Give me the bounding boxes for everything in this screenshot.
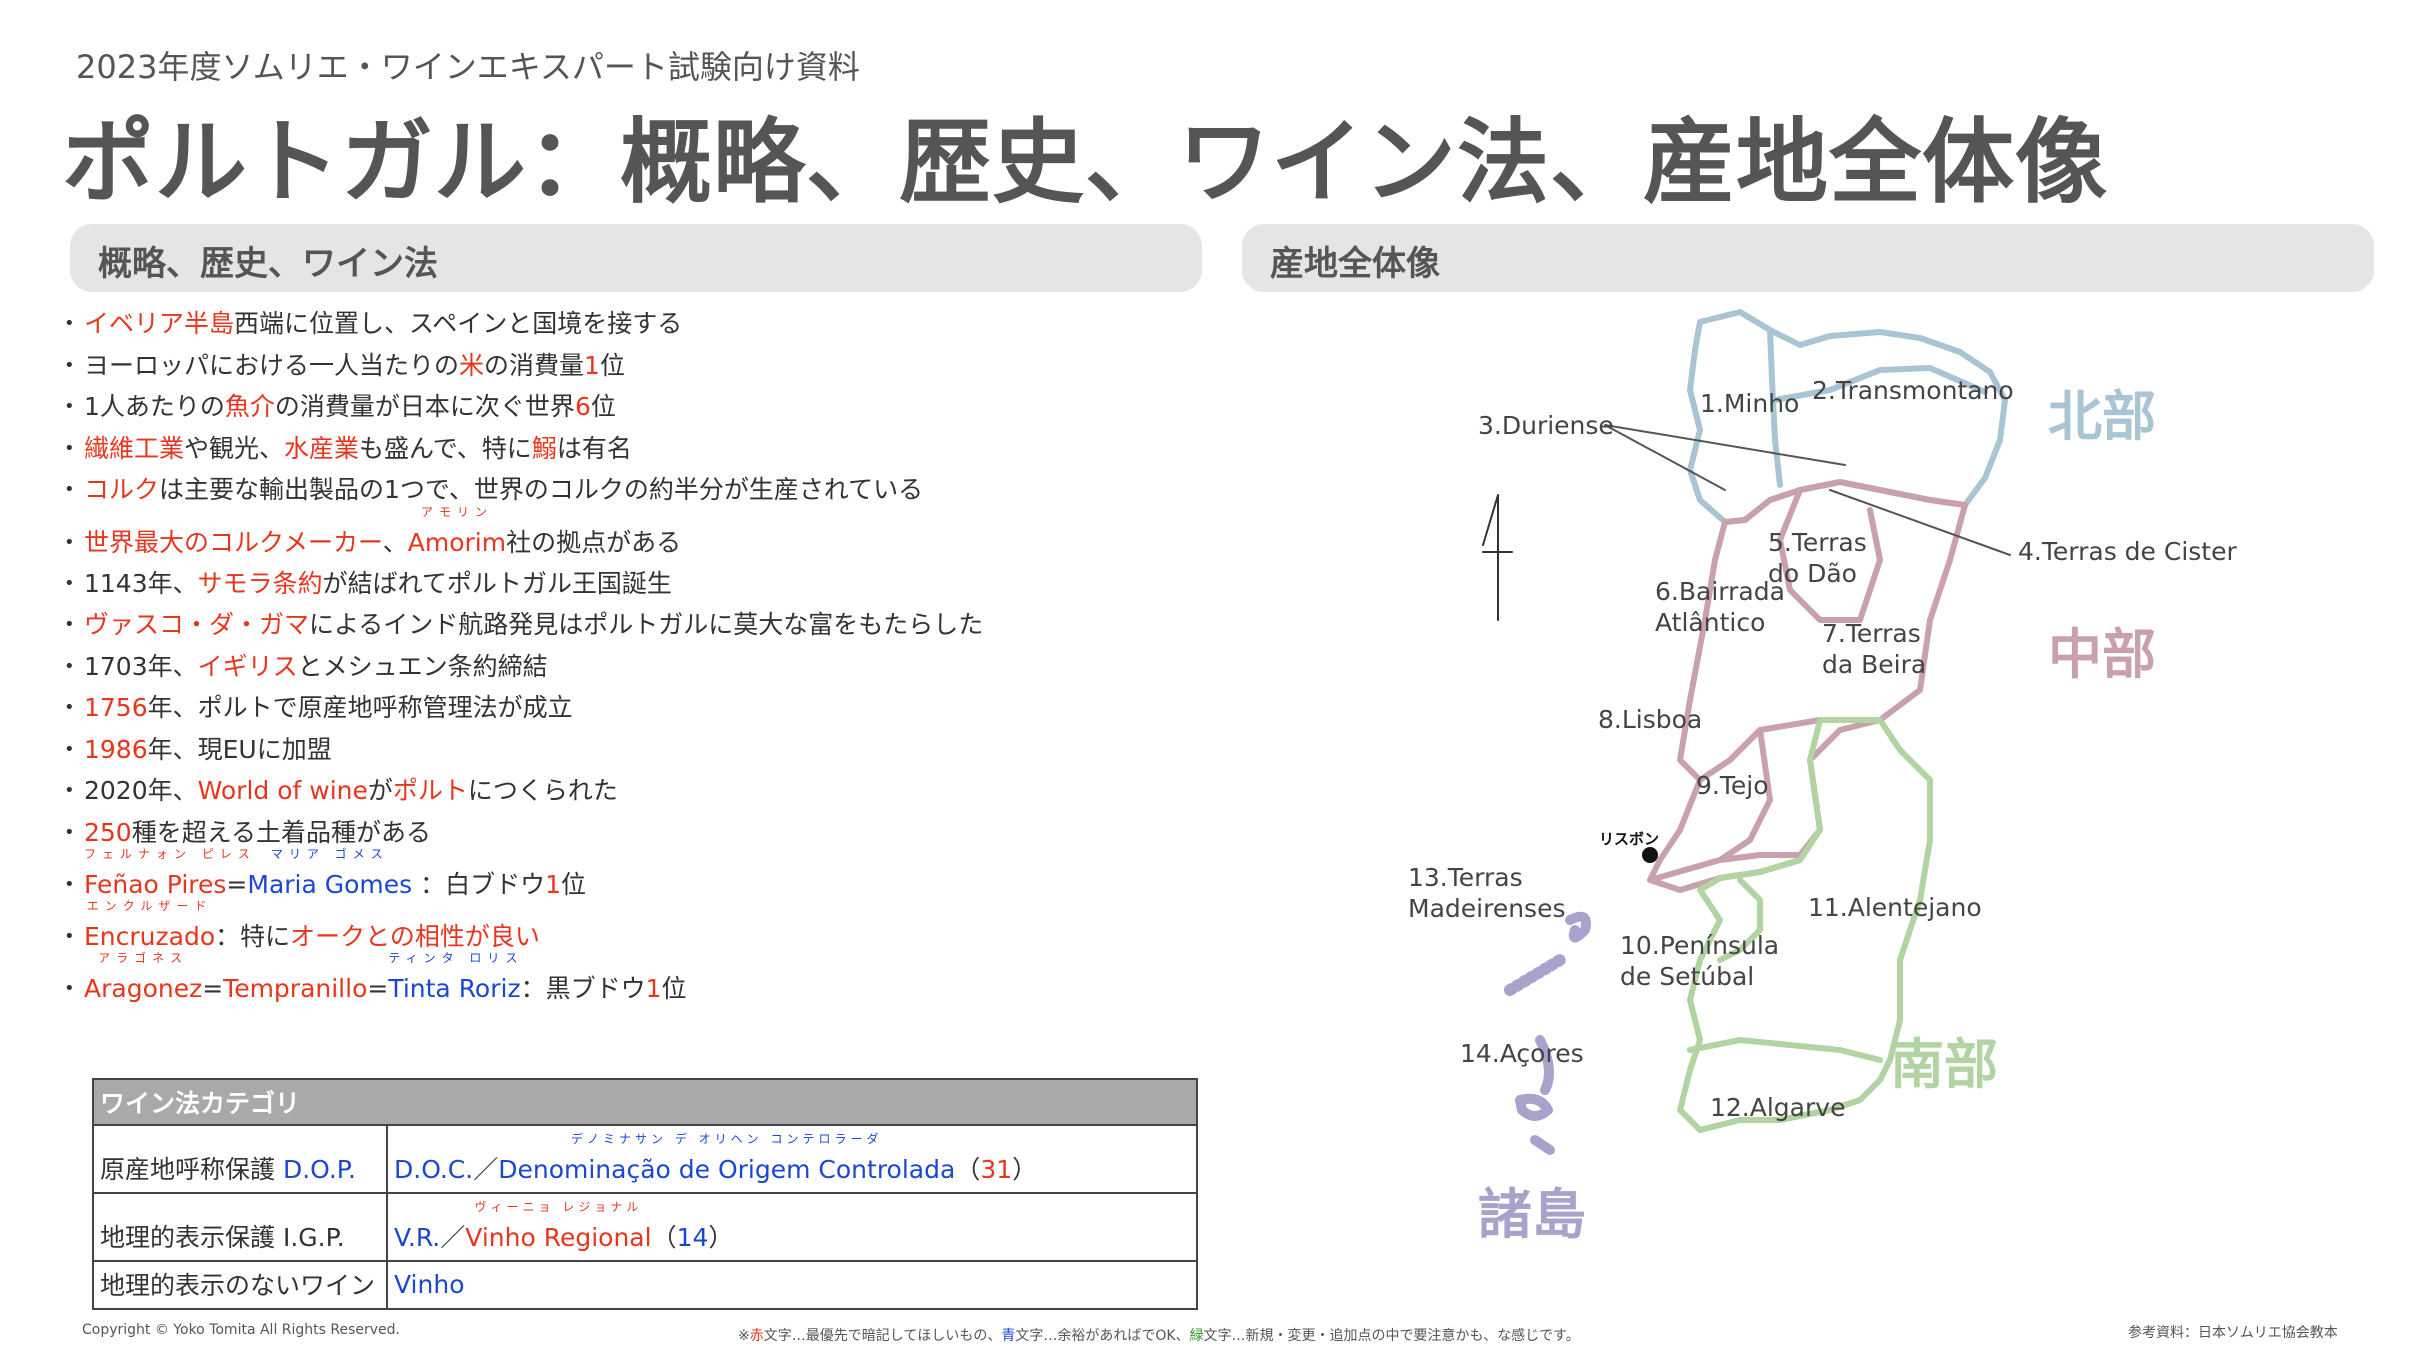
fact-item: イベリア半島西端に位置し、スペインと国境を接する (64, 300, 1224, 347)
section-heading-regions: 産地全体像 (1242, 224, 2374, 292)
fact-item: 1143年、サモラ条約が結ばれてポルトガル王国誕生 (64, 560, 1224, 607)
map-island (1565, 911, 1591, 943)
table-row: 地理的表示のないワイン Vinho (92, 1260, 1198, 1310)
fact-item: ヴァスコ・ダ・ガマによるインド航路発見はポルトガルに莫大な富をもたらした (64, 601, 1224, 648)
pointer-line (1829, 489, 2011, 556)
map-label-tejo: 9.Tejo (1696, 771, 1769, 800)
fact-item: コルクは主要な輸出製品の1つで、世界のコルクの約半分が生産されている (64, 466, 1224, 513)
map-label-lisbon-city: リスボン (1599, 830, 1660, 848)
document-subtitle: 2023年度ソムリエ・ワインエキスパート試験向け資料 (76, 48, 860, 86)
fact-item: 2020年、World of wineがポルトにつくられた (64, 767, 1224, 814)
fact-item: 1986年、現EUに加盟 (64, 726, 1224, 773)
region-label-south: 南部 (1890, 1033, 1998, 1096)
map-label-terras-de-cister: 4.Terras de Cister (2018, 537, 2237, 566)
fact-item: 1756年、ポルトで原産地呼称管理法が成立 (64, 684, 1224, 731)
fact-item: 1人あたりの魚介の消費量が日本に次ぐ世界6位 (64, 383, 1224, 430)
page-title: ポルトガル：概略、歴史、ワイン法、産地全体像 (62, 109, 2109, 216)
region-label-north: 北部 (2048, 385, 2156, 448)
copyright-notice: Copyright © Yoko Tomita All Rights Reser… (82, 1322, 401, 1338)
map-label-algarve: 12.Algarve (1710, 1093, 1846, 1122)
map-region-central (1677, 479, 1968, 783)
facts-list: イベリア半島西端に位置し、スペインと国境を接する ヨーロッパにおける一人当たりの… (64, 300, 1224, 1024)
table-row: 原産地呼称保護 D.O.P. D.O.C.／デノミナサン デ オリヘン コンテロ… (92, 1124, 1198, 1194)
pointer-line (1604, 424, 1846, 491)
map-island (1535, 1035, 1554, 1095)
map-label-transmontano: 2.Transmontano (1812, 376, 2014, 405)
fact-item: 繊維工業や観光、水産業も盛んで、特に鰯は有名 (64, 425, 1224, 472)
map-island (1515, 1093, 1553, 1121)
map-label-minho: 1.Minho (1700, 389, 1800, 418)
fact-item: 250種を超える土着品種がある (64, 809, 1224, 856)
region-label-islands: 諸島 (1478, 1183, 1586, 1246)
map-label-alentejano: 11.Alentejano (1808, 893, 1982, 922)
map-label-lisboa: 8.Lisboa (1598, 705, 1703, 734)
section-heading-regions-label: 産地全体像 (1270, 244, 1440, 284)
wine-law-table: ワイン法カテゴリ 原産地呼称保護 D.O.P. D.O.C.／デノミナサン デ … (92, 1078, 1198, 1310)
map-label-acores: 14.Açores (1460, 1039, 1584, 1068)
lisbon-marker (1642, 847, 1658, 863)
map-island (1504, 954, 1566, 996)
fact-item: 1703年、イギリスとメシュエン条約締結 (64, 643, 1224, 690)
portugal-map (1482, 309, 2011, 1155)
map-label-duriense: 3.Duriense (1478, 411, 1614, 440)
north-arrow-icon (1482, 494, 1513, 621)
color-legend-note: ※赤文字…最優先で暗記してほしいもの、青文字…余裕があればでOK、緑文字…新規・… (738, 1328, 1580, 1344)
section-heading-overview-label: 概略、歴史、ワイン法 (98, 244, 438, 284)
ruby-text: アモリン (420, 504, 493, 519)
fact-item: ヨーロッパにおける一人当たりの米の消費量1位 (64, 342, 1224, 389)
wine-law-table-header: ワイン法カテゴリ (92, 1078, 1198, 1126)
map-region-south (1677, 717, 1933, 1133)
region-label-central: 中部 (2048, 623, 2156, 686)
map-island (1530, 1135, 1555, 1155)
section-heading-overview: 概略、歴史、ワイン法 (70, 224, 1202, 292)
reference-note: 参考資料：日本ソムリエ協会教本 (2128, 1325, 2338, 1341)
